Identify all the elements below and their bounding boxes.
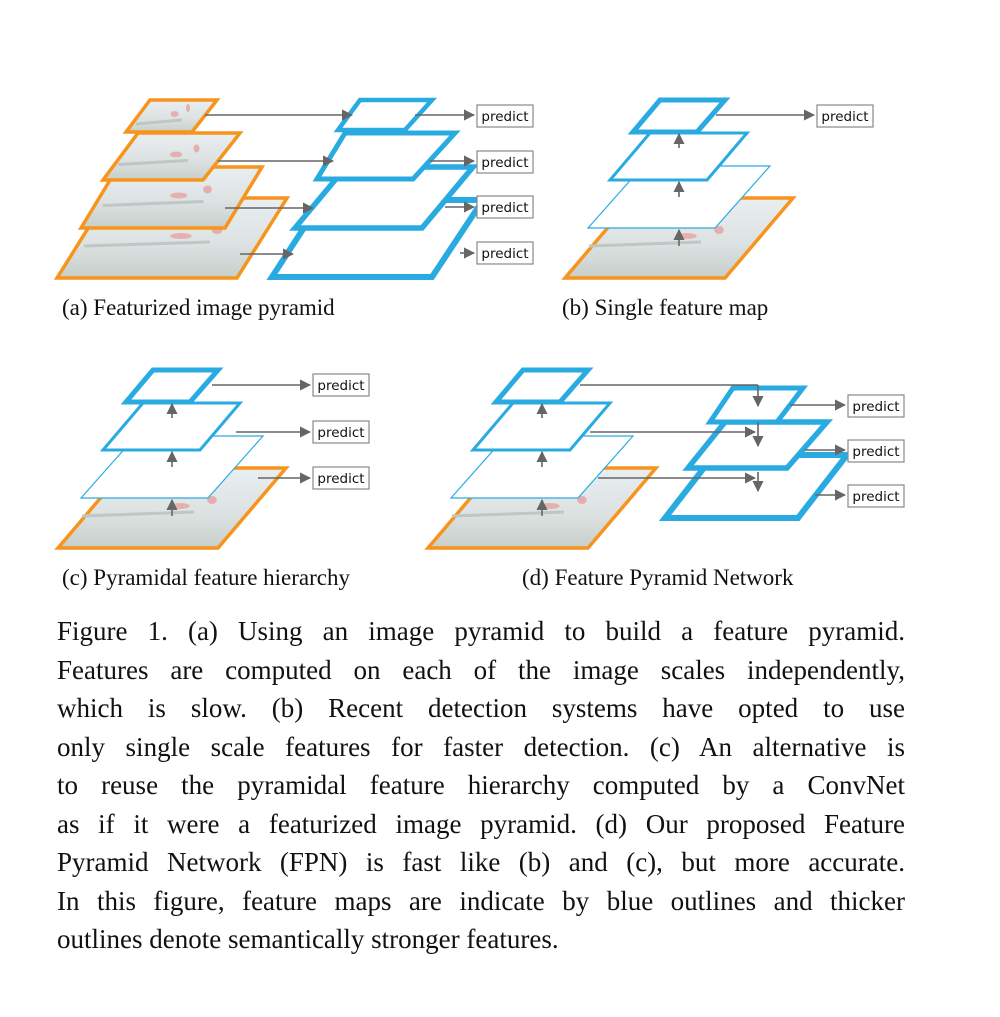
predict-box [476,241,534,265]
feature-map-medium [469,401,614,452]
feature-map-thick [490,367,594,405]
predict-box [847,484,905,508]
predict-box [847,394,905,418]
image-person-hint [714,226,724,234]
image-hull-hint [451,510,565,518]
image-person-hint [540,503,560,509]
predict-label: predict [821,109,868,125]
image-person-hint [170,233,192,239]
subcaption-d: (d) Feature Pyramid Network [522,565,794,590]
image-layer [122,98,221,134]
predict-label: predict [852,444,899,460]
image-person-hint [677,233,697,239]
caption-line: Features are computed on each of the ima… [57,654,905,685]
image-person-hint [193,144,200,153]
feature-map-thick [120,367,224,405]
image-person-hint [170,192,188,199]
predict-label: predict [481,246,528,262]
predict-label: predict [852,399,899,415]
image-layer [99,131,244,182]
image-person-hint [207,496,217,504]
figure-caption: Figure 1. (a) Using an image pyramid to … [57,612,905,959]
subcaption-a: (a) Featurized image pyramid [62,295,335,320]
predict-label: predict [317,425,364,441]
caption-line: Pyramid Network (FPN) is fast like (b) a… [57,847,905,877]
image-hull-hint [83,240,211,248]
caption-line: which is slow. (b) Recent detection syst… [57,693,905,723]
image-person-hint [203,185,212,194]
image-person-hint [170,503,190,509]
caption-line: In this figure, feature maps are indicat… [57,885,905,916]
predict-box [847,439,905,463]
caption-line: only single scale features for faster de… [57,731,905,762]
predict-label: predict [317,378,364,394]
predict-box [312,420,370,444]
predict-box [312,373,370,397]
image-person-hint [169,151,183,158]
predict-box [816,104,874,128]
caption-line: to reuse the pyramidal feature hierarchy… [57,770,905,800]
predict-box [476,150,534,174]
predict-label: predict [481,200,528,216]
predict-box [476,195,534,219]
subcaption-b: (b) Single feature map [562,295,769,320]
image-person-hint [185,104,191,112]
image-hull-hint [102,200,204,207]
image-hull-hint [135,118,183,126]
feature-map-medium [99,401,244,452]
image-hull-hint [588,240,702,248]
predict-box [476,104,534,128]
subcaption-c: (c) Pyramidal feature hierarchy [62,565,350,590]
predict-label: predict [852,489,899,505]
image-person-hint [170,111,179,117]
caption-line: Figure 1. (a) Using an image pyramid to … [57,616,905,646]
predict-label: predict [481,155,528,171]
predict-label: predict [481,109,528,125]
caption-line: outlines denote semantically stronger fe… [57,924,559,954]
caption-line: as if it were a featurized image pyramid… [57,808,905,839]
predict-box [312,466,370,490]
image-person-hint [577,496,587,504]
image-hull-hint [118,159,188,166]
image-hull-hint [81,510,195,518]
feature-map [705,385,809,425]
feature-map-medium [606,131,751,182]
predict-label: predict [317,471,364,487]
feature-map-thick [627,97,731,135]
